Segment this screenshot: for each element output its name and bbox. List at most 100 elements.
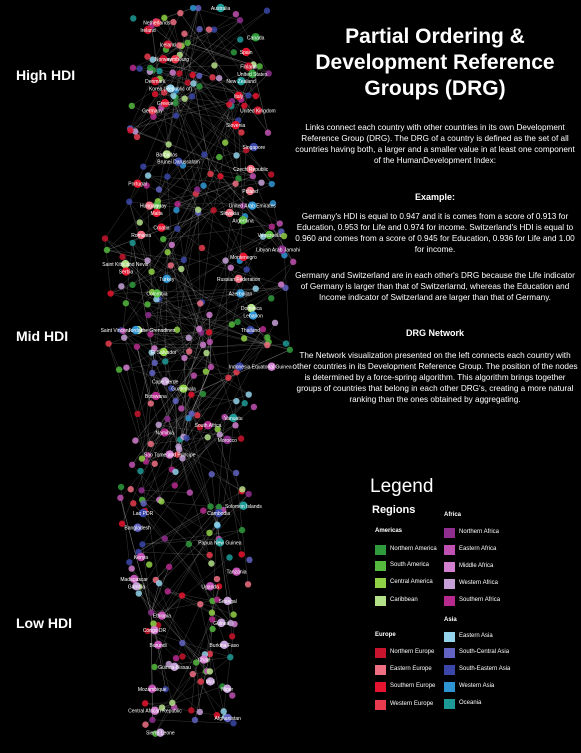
- country-label: Papua New Guinea: [198, 540, 242, 546]
- network-link: [167, 252, 210, 343]
- country-node: [151, 90, 159, 98]
- country-label: Turkey: [159, 277, 175, 283]
- country-label: Finland: [240, 65, 257, 71]
- network-link: [121, 329, 178, 331]
- country-label: Jordan: [128, 328, 144, 334]
- legend-swatch: [375, 561, 386, 571]
- network-link: [182, 427, 201, 459]
- country-node: [245, 186, 255, 196]
- country-node: [225, 208, 234, 218]
- network-link: [218, 538, 231, 624]
- country-node: [290, 258, 297, 266]
- country-label: Azerbaijan: [229, 291, 253, 297]
- country-label: South Africa: [194, 423, 221, 429]
- network-link: [151, 341, 269, 353]
- country-node: [121, 260, 130, 269]
- legend-item-label: Eastern Africa: [459, 546, 497, 552]
- country-node: [179, 653, 186, 660]
- country-label: Venezuela: [258, 233, 282, 239]
- network-link: [219, 149, 247, 158]
- country-node: [152, 208, 161, 218]
- country-node: [119, 253, 126, 261]
- country-label: Gambia: [128, 584, 146, 590]
- network-link: [131, 568, 208, 672]
- country-node: [185, 415, 192, 422]
- network-link: [130, 115, 177, 131]
- network-link: [154, 666, 200, 713]
- country-node: [253, 106, 263, 115]
- network-link: [225, 260, 247, 270]
- legend-item-label: Western Europe: [390, 701, 434, 707]
- country-node: [227, 619, 235, 627]
- network-link: [181, 45, 254, 65]
- country-node: [206, 551, 213, 559]
- network-link: [138, 593, 210, 672]
- country-node: [213, 596, 221, 603]
- network-link: [284, 255, 291, 350]
- network-link: [151, 25, 169, 145]
- country-node: [148, 684, 157, 693]
- country-node: [251, 33, 260, 42]
- network-link: [176, 210, 184, 260]
- network-link: [163, 223, 280, 240]
- country-node: [185, 334, 192, 342]
- country-node: [237, 435, 245, 442]
- network-link: [183, 259, 210, 342]
- network-link: [141, 490, 190, 493]
- country-node: [196, 424, 204, 431]
- network-link: [145, 703, 226, 717]
- country-node: [175, 443, 182, 450]
- country-label: Norway: [155, 57, 172, 63]
- legend-swatch: [375, 665, 386, 675]
- country-node: [244, 581, 252, 588]
- network-link: [171, 269, 247, 389]
- country-node: [190, 372, 198, 379]
- network-link: [161, 66, 260, 108]
- country-node: [204, 434, 211, 441]
- country-node: [216, 153, 223, 161]
- country-label: Dominica: [241, 306, 262, 312]
- country-node: [249, 173, 257, 180]
- country-node: [191, 716, 199, 724]
- network-link: [160, 557, 230, 616]
- country-node: [233, 397, 240, 405]
- network-link: [151, 493, 249, 613]
- network-link: [171, 425, 236, 470]
- country-node: [137, 230, 146, 240]
- country-node: [151, 460, 158, 467]
- country-node: [165, 563, 173, 571]
- country-node: [221, 413, 228, 421]
- country-node: [197, 300, 204, 307]
- country-node: [179, 639, 186, 647]
- network-link: [154, 344, 268, 349]
- network-link: [179, 449, 242, 492]
- network-link: [132, 372, 237, 465]
- network-link: [192, 10, 268, 76]
- network-link: [175, 8, 199, 91]
- country-node: [180, 256, 187, 264]
- country-node: [117, 494, 124, 502]
- country-node: [215, 583, 223, 590]
- country-node: [174, 200, 181, 208]
- network-link: [194, 653, 211, 721]
- network-link: [213, 29, 256, 97]
- country-label: Singapore: [242, 145, 265, 151]
- network-edges: [104, 7, 294, 734]
- country-node: [239, 252, 248, 262]
- country-node: [146, 64, 154, 72]
- network-link: [130, 73, 180, 131]
- country-node: [234, 274, 243, 284]
- network-link: [152, 372, 180, 450]
- country-node: [179, 455, 186, 462]
- network-link: [120, 497, 152, 613]
- network-link: [210, 173, 280, 224]
- network-link: [180, 439, 211, 507]
- network-link: [246, 236, 264, 270]
- country-node: [245, 490, 252, 498]
- country-label: Burkina Faso: [209, 643, 239, 649]
- country-label: Cambodia: [207, 511, 230, 517]
- country-node: [145, 201, 154, 210]
- country-node: [240, 335, 248, 342]
- network-link: [143, 394, 192, 504]
- network-link: [167, 591, 213, 602]
